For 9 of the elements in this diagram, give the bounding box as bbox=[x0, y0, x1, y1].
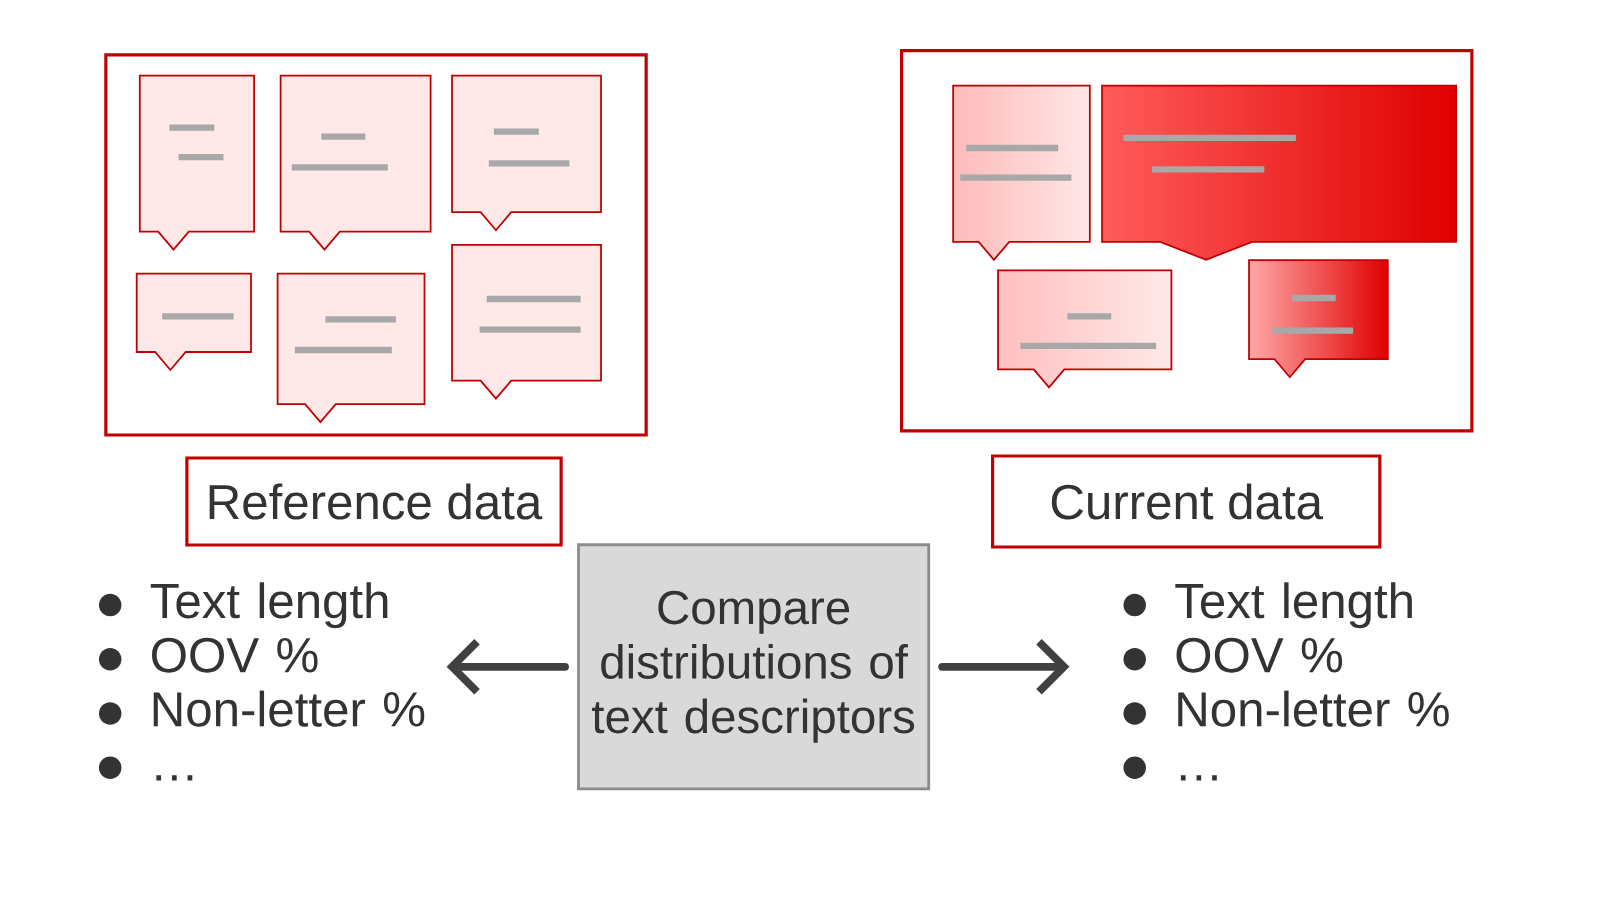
label-box: Current data bbox=[991, 454, 1382, 549]
bullet-list: Text length OOV % Non-letter % … bbox=[150, 582, 425, 781]
arrow bbox=[446, 639, 569, 695]
process-box: Compare distributions of text descriptors bbox=[577, 543, 931, 791]
arrow bbox=[938, 639, 1070, 695]
bullet-list: Text length OOV % Non-letter % … bbox=[1175, 582, 1449, 781]
label-box: Reference data bbox=[185, 456, 563, 547]
frame-box bbox=[899, 49, 1474, 433]
frame-box bbox=[104, 53, 648, 437]
